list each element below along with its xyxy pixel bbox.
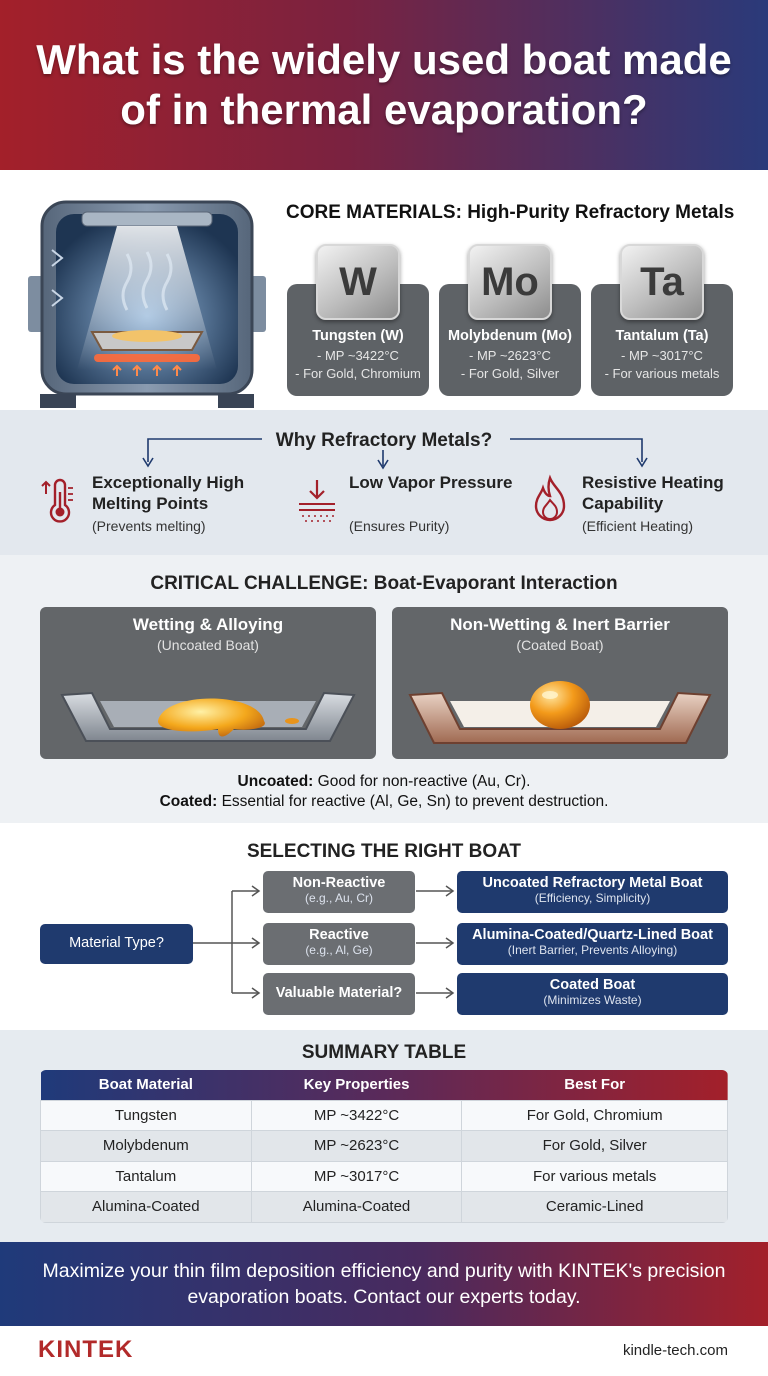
why-item-title: Low Vapor Pressure <box>349 473 513 492</box>
why-item-title: Exceptionally High Melting Points <box>92 473 245 513</box>
table-row: Alumina-Coated Alumina-Coated Ceramic-Li… <box>40 1191 728 1223</box>
branch-sub: (e.g., Au, Cr) <box>304 891 374 905</box>
node-label: Material Type? <box>69 935 164 951</box>
connector-arrows <box>142 438 648 470</box>
result-label: Coated Boat <box>549 977 636 993</box>
branch-sub: (e.g., Al, Ge) <box>305 943 373 957</box>
note-text: Essential for reactive (Al, Ge, Sn) to p… <box>217 793 609 810</box>
element-tile: W <box>316 244 400 320</box>
coated-boat-panel: Non-Wetting & Inert Barrier (Coated Boat… <box>392 607 728 759</box>
note-text: Good for non-reactive (Au, Cr). <box>313 773 531 790</box>
branch-label: Reactive <box>309 927 369 943</box>
thermometer-icon <box>41 478 73 523</box>
why-item-sub: (Ensures Purity) <box>349 518 450 534</box>
summary-title: SUMMARY TABLE <box>301 1042 467 1063</box>
kintek-logo: KINTEK <box>38 1336 134 1363</box>
table-cell: Molybdenum <box>40 1130 252 1162</box>
why-item-title: Resistive Heating Capability <box>582 473 724 513</box>
result-label: Alumina-Coated/Quartz-Lined Boat <box>472 927 713 943</box>
material-name: Tungsten (W) <box>312 328 404 344</box>
summary-table: Boat Material Key Properties Best For Tu… <box>40 1070 728 1223</box>
critical-title: CRITICAL CHALLENGE: Boat-Evaporant Inter… <box>150 573 618 594</box>
element-tile: Mo <box>468 244 552 320</box>
element-tile: Ta <box>620 244 704 320</box>
table-cell: Alumina-Coated <box>40 1191 252 1223</box>
branch-label: Valuable Material? <box>275 985 403 1001</box>
panel-subtitle: (Uncoated Boat) <box>157 637 259 653</box>
uncoated-boat-panel: Wetting & Alloying (Uncoated Boat) <box>40 607 376 759</box>
result-sub: (Inert Barrier, Prevents Alloying) <box>507 943 678 957</box>
website-link[interactable]: kindle-tech.com <box>622 1342 728 1359</box>
result-alumina-coated-boat: Alumina-Coated/Quartz-Lined Boat (Inert … <box>457 923 728 965</box>
branch-non-reactive: Non-Reactive (e.g., Au, Cr) <box>263 871 415 913</box>
result-sub: (Minimizes Waste) <box>543 993 642 1007</box>
table-row: Tungsten MP ~3422°C For Gold, Chromium <box>40 1099 728 1131</box>
result-label: Uncoated Refractory Metal Boat <box>482 875 703 891</box>
coated-boat-illustration <box>408 681 712 744</box>
material-card-tantalum: Ta Tantalum (Ta) - MP ~3017°C - For vari… <box>591 244 733 396</box>
critical-challenge-section: CRITICAL CHALLENGE: Boat-Evaporant Inter… <box>0 555 768 823</box>
table-cell: Tantalum <box>40 1160 252 1192</box>
table-cell: MP ~3017°C <box>250 1160 463 1192</box>
panel-subtitle: (Coated Boat) <box>516 637 604 653</box>
result-sub: (Efficiency, Simplicity) <box>534 891 651 905</box>
table-cell: Ceramic-Lined <box>461 1191 728 1223</box>
table-cell: MP ~3422°C <box>250 1099 463 1131</box>
panel-title: Wetting & Alloying <box>132 615 284 634</box>
table-row: Molybdenum MP ~2623°C For Gold, Silver <box>40 1130 728 1162</box>
cta-banner: Maximize your thin film deposition effic… <box>0 1242 768 1326</box>
table-cell: Tungsten <box>40 1099 252 1131</box>
material-type-node: Material Type? <box>40 924 193 964</box>
table-row: Tantalum MP ~3017°C For various metals <box>40 1160 728 1192</box>
uncoated-note: Uncoated: Good for non-reactive (Au, Cr)… <box>0 773 768 791</box>
material-card-tungsten: W Tungsten (W) - MP ~3422°C - For Gold, … <box>287 244 429 396</box>
why-refractory-section: Why Refractory Metals? Exceptionally Hig… <box>0 410 768 555</box>
low-vapor-pressure-icon <box>299 480 335 522</box>
core-materials-title: CORE MATERIALS: High-Purity Refractory M… <box>286 202 735 223</box>
flame-icon <box>534 474 566 522</box>
material-use: - For Gold, Silver <box>460 366 560 381</box>
table-header: Best For <box>564 1076 626 1094</box>
summary-section: SUMMARY TABLE Boat Material Key Properti… <box>0 1030 768 1242</box>
selecting-title: SELECTING THE RIGHT BOAT <box>246 841 522 862</box>
coated-note: Coated: Essential for reactive (Al, Ge, … <box>0 793 768 811</box>
material-melting-point: - MP ~3017°C <box>621 348 703 363</box>
selecting-boat-section: SELECTING THE RIGHT BOAT Material Type? … <box>0 823 768 1030</box>
table-header: Boat Material <box>98 1076 193 1094</box>
table-cell: For Gold, Silver <box>461 1130 728 1162</box>
header-banner: What is the widely used boat made of in … <box>0 0 768 170</box>
branch-reactive: Reactive (e.g., Al, Ge) <box>263 923 415 965</box>
material-use: - For Gold, Chromium <box>295 366 421 381</box>
result-uncoated-boat: Uncoated Refractory Metal Boat (Efficien… <box>457 871 728 913</box>
uncoated-boat-illustration <box>60 691 356 742</box>
material-name: Molybdenum (Mo) <box>447 328 573 344</box>
branch-label: Non-Reactive <box>292 875 386 891</box>
table-header-row: Boat Material Key Properties Best For <box>40 1070 728 1100</box>
table-cell: Alumina-Coated <box>250 1191 463 1223</box>
why-item-sub: (Efficient Heating) <box>582 518 694 534</box>
table-header: Key Properties <box>303 1076 410 1094</box>
material-melting-point: - MP ~3422°C <box>317 348 399 363</box>
flow-connectors <box>193 885 455 999</box>
table-cell: For various metals <box>461 1160 728 1192</box>
footer: KINTEK kindle-tech.com <box>0 1326 768 1376</box>
material-use: - For various metals <box>604 366 720 381</box>
cta-text: Maximize your thin film deposition effic… <box>42 1260 726 1308</box>
core-materials-section: CORE MATERIALS: High-Purity Refractory M… <box>0 170 768 410</box>
branch-valuable-material: Valuable Material? <box>263 973 415 1015</box>
table-cell: MP ~2623°C <box>250 1130 463 1162</box>
panel-title: Non-Wetting & Inert Barrier <box>450 615 670 634</box>
material-card-molybdenum: Mo Molybdenum (Mo) - MP ~2623°C - For Go… <box>439 244 581 396</box>
why-item-sub: (Prevents melting) <box>92 518 206 534</box>
table-cell: For Gold, Chromium <box>461 1099 728 1131</box>
note-label: Uncoated: <box>237 773 314 790</box>
why-title: Why Refractory Metals? <box>275 430 493 451</box>
result-coated-boat: Coated Boat (Minimizes Waste) <box>457 973 728 1015</box>
material-melting-point: - MP ~2623°C <box>469 348 551 363</box>
note-label: Coated: <box>159 793 218 810</box>
vacuum-chamber-illustration <box>28 200 266 408</box>
material-name: Tantalum (Ta) <box>615 328 709 344</box>
page-title: What is the widely used boat made of in … <box>36 35 732 133</box>
